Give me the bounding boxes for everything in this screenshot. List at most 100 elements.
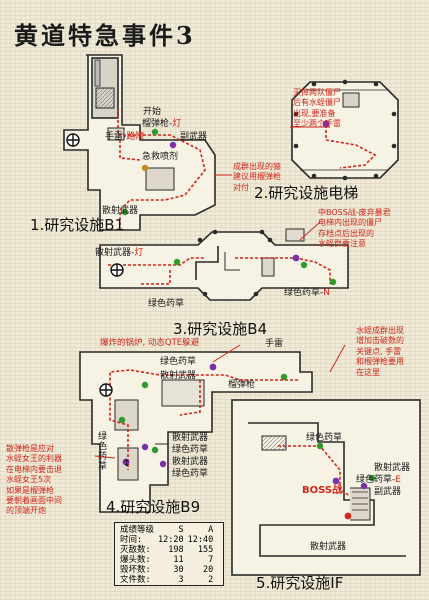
score-table: 成绩等级 S A 时间: 12:20 12:40 灭敌数: 198 155 爆头… <box>114 522 224 586</box>
label-b1-submachine: 副武器 <box>180 132 208 142</box>
label-b9-green-herb-a: 绿色药草 <box>172 445 209 455</box>
score-header-label: 成绩等级 <box>120 525 155 535</box>
map-elevator <box>291 81 399 179</box>
map-b9 <box>79 351 313 513</box>
score-header-a: A <box>208 525 214 535</box>
typewriter-save-icon <box>110 263 124 277</box>
score-row-label: 文件数: <box>120 575 151 585</box>
herb-icon <box>316 442 324 450</box>
map-b1 <box>63 54 216 231</box>
route-b1 <box>117 110 206 228</box>
elevator-pillars <box>293 79 397 181</box>
label-b9-green-herb: 绿色药草 <box>160 357 197 367</box>
note-elevator: 灭掉两队僵尸后有水蛭僵尸出现,要准备至少两个手雷 <box>293 88 341 129</box>
score-row-label: 时间: <box>120 535 143 545</box>
score-row-a: 7 <box>208 555 214 565</box>
score-row-s: 12:20 <box>158 535 184 545</box>
note-b1-ape: 成群出现的猿建议用榴弹枪对付 <box>233 162 281 192</box>
herb-icon <box>151 128 159 136</box>
label-first-aid-spray: 急救喷剂 <box>142 152 179 162</box>
b4-markers <box>110 254 337 286</box>
section-title-b4: 3.研究设施B4 <box>173 320 268 338</box>
herb-icon <box>329 278 337 286</box>
label-if-green-herb-e: 绿色药草-E <box>356 475 401 485</box>
label-if-boss: BOSS战 <box>302 485 343 496</box>
label-b9-grenade-gun: 榴弹枪 <box>228 380 256 390</box>
herb-icon <box>118 416 126 424</box>
herb-icon <box>141 381 149 389</box>
score-row-a: 12:40 <box>187 535 214 545</box>
score-row-label: 爆头数: <box>120 555 151 565</box>
score-header-s: S <box>178 525 184 535</box>
typewriter-save-icon <box>66 133 80 147</box>
weapon-icon <box>122 458 130 466</box>
score-row-a: 2 <box>208 575 214 585</box>
herb-icon <box>300 261 308 269</box>
b9-markers: ↕ <box>99 363 288 469</box>
label-b4-green-herb-n: 绿色药草-N <box>284 288 330 298</box>
section-title-elevator: 2.研究设施电梯 <box>254 184 359 202</box>
score-row-s: 3 <box>178 575 184 585</box>
label-if-scatter-bottom: 散射武器 <box>310 542 347 552</box>
label-b4-green-herb: 绿色药草 <box>148 299 185 309</box>
weapon-icon <box>169 141 177 149</box>
note-b4-boss: 中BOSS战-废弃暴君电梯内出现的僵尸存档点后出现的水蛭群要注意 <box>318 208 391 249</box>
label-grenade-barricade: 手雷-路障 <box>105 132 145 142</box>
note-b9-queen: 散弹枪是应对水蛭女王的利器在电梯内要击退水蛭女王5次如果是榴弹枪要朝着画面中间的… <box>6 444 62 516</box>
item-icon <box>141 164 149 172</box>
score-row-s: 198 <box>168 545 184 555</box>
label-b9-scatter-b: 散射武器 <box>172 457 209 467</box>
label-b9-grenade: 手雷 <box>265 339 284 349</box>
weapon-icon <box>360 482 368 490</box>
score-row: 灭敌数: 198 155 <box>118 545 215 555</box>
score-row-s: 11 <box>173 555 184 565</box>
score-row-label: 灭敌数: <box>120 545 151 555</box>
score-row-label: 毁坏数: <box>120 565 151 575</box>
label-grenade-gun-light: 榴弹枪-灯 <box>142 119 182 129</box>
score-row-a: 20 <box>202 565 214 575</box>
weapon-icon <box>292 254 300 262</box>
weapon-icon <box>209 363 217 371</box>
note-b9-leech: 水蛭成群出现增加击破数的关键点, 手雷和榴弹枪要用在这里 <box>356 326 404 377</box>
section-title-b9: 4.研究设施B9 <box>106 498 201 516</box>
label-start: 开始 <box>143 107 162 117</box>
score-row: 爆头数: 11 7 <box>118 555 215 565</box>
if-markers <box>316 442 376 520</box>
herb-icon <box>151 446 159 454</box>
score-row-a: 155 <box>197 545 214 555</box>
herb-icon <box>173 258 181 266</box>
section-title-b1: 1.研究设施B1 <box>30 216 125 234</box>
weapon-icon <box>159 460 167 468</box>
herb-icon <box>121 208 129 216</box>
note-b9-furnace: 爆炸的锅炉, 动态QTE躲避 <box>100 338 200 348</box>
label-if-submachine: 副武器 <box>374 487 402 497</box>
label-b4-scatter: 散射武器-灯 <box>95 248 144 258</box>
weapon-icon <box>322 120 330 128</box>
map-b4 <box>99 228 349 301</box>
score-row: 文件数: 3 2 <box>118 575 215 585</box>
map-if <box>231 399 421 576</box>
label-b9-scatter: 散射武器 <box>160 371 197 381</box>
label-if-scatter: 散射武器 <box>374 463 411 473</box>
score-row: 时间: 12:20 12:40 <box>118 535 215 545</box>
label-b9-green-vertical: 绿色药草 <box>98 432 108 472</box>
page-title: 黄道特急事件3 <box>14 21 196 50</box>
score-header-row: 成绩等级 S A <box>118 525 215 535</box>
score-row-s: 30 <box>173 565 184 575</box>
section-title-if: 5.研究设施IF <box>256 574 344 592</box>
label-b1-scatter: 散射武器 <box>102 206 139 216</box>
score-row: 毁坏数: 30 20 <box>118 565 215 575</box>
weapon-icon <box>332 477 340 485</box>
b4-pillars <box>197 229 273 297</box>
herb-icon <box>280 373 288 381</box>
label-if-green-herb: 绿色药草 <box>306 433 343 443</box>
weapon-icon <box>141 443 149 451</box>
b1-markers <box>66 128 177 216</box>
label-b9-scatter-a: 散射武器 <box>172 433 209 443</box>
typewriter-save-icon <box>99 383 113 397</box>
boss-icon <box>344 512 352 520</box>
svg-text:↕: ↕ <box>123 459 131 469</box>
label-b9-green-herb-b: 绿色药草 <box>172 469 209 479</box>
herb-icon <box>368 474 376 482</box>
